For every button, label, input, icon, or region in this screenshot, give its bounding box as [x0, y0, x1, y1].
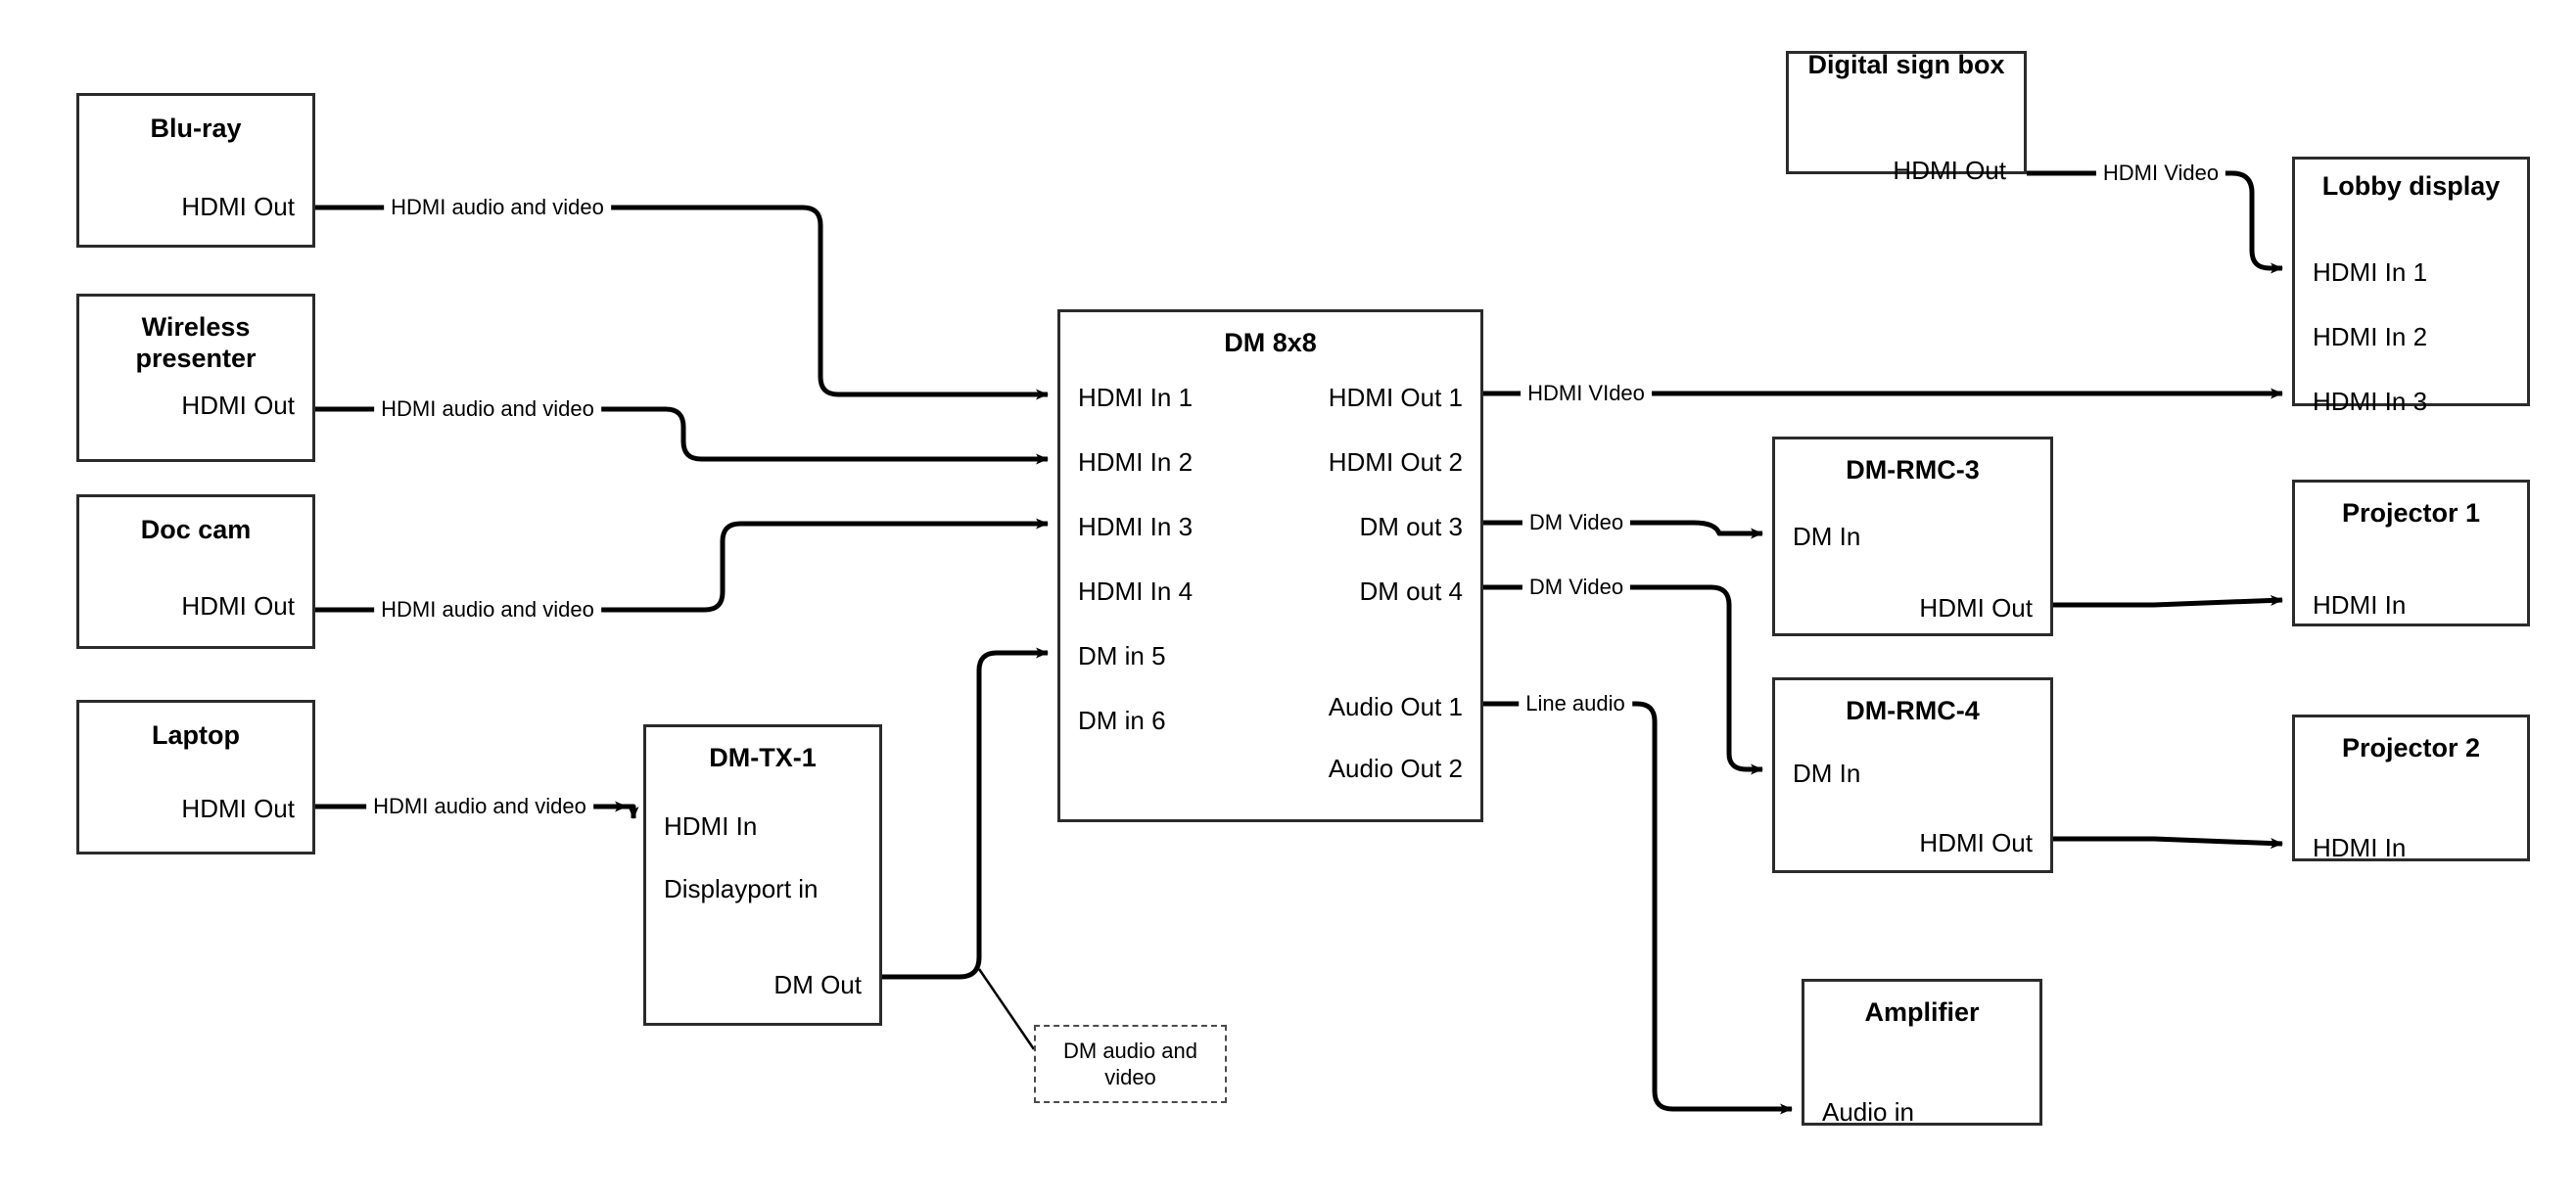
- wire-audio-out-1-to-amplifier: [1483, 701, 1793, 1115]
- wire-dm-out-4-to-rmc-4: [1483, 584, 1763, 775]
- node-laptop[interactable]: Laptop HDMI Out: [76, 700, 315, 855]
- edge-label-dm-video-4: DM Video: [1522, 577, 1631, 598]
- port-hdmi-in-4[interactable]: HDMI In 4: [1078, 577, 1194, 606]
- node-dm-8x8[interactable]: DM 8x8 HDMI In 1 HDMI In 2 HDMI In 3 HDM…: [1057, 309, 1483, 822]
- port-hdmi-out-1[interactable]: HDMI Out 1: [1328, 383, 1463, 412]
- port-hdmi-out[interactable]: HDMI Out: [181, 591, 295, 621]
- edge-label-line-audio: Line audio: [1519, 693, 1632, 715]
- port-hdmi-in[interactable]: HDMI In: [2313, 833, 2407, 862]
- port-audio-in[interactable]: Audio in: [1822, 1097, 1914, 1127]
- node-title: Wireless presenter: [135, 312, 257, 373]
- edge-label-laptop: HDMI audio and video: [366, 796, 593, 817]
- node-dm-rmc-4[interactable]: DM-RMC-4 DM In HDMI Out: [1772, 677, 2053, 873]
- port-hdmi-in-2[interactable]: HDMI In 2: [1078, 447, 1194, 477]
- port-hdmi-out[interactable]: HDMI Out: [1919, 593, 2033, 623]
- node-title: Laptop: [152, 720, 240, 750]
- node-projector-2[interactable]: Projector 2 HDMI In: [2292, 715, 2530, 861]
- wire-rmc-3-to-projector-1: [2053, 594, 2283, 608]
- port-dm-in[interactable]: DM In: [1793, 522, 1861, 551]
- port-hdmi-out[interactable]: HDMI Out: [181, 794, 295, 823]
- edge-label-bluray: HDMI audio and video: [384, 197, 611, 218]
- port-hdmi-in-1[interactable]: HDMI In 1: [1078, 383, 1194, 412]
- node-projector-1[interactable]: Projector 1 HDMI In: [2292, 480, 2530, 626]
- wire-dm-tx-1-to-dm-in-5: [882, 647, 1049, 980]
- port-hdmi-in-1[interactable]: HDMI In 1: [2313, 257, 2428, 287]
- edge-label-doc-cam: HDMI audio and video: [374, 599, 601, 621]
- port-dm-in-5[interactable]: DM in 5: [1078, 641, 1166, 670]
- node-lobby-display[interactable]: Lobby display HDMI In 1 HDMI In 2 HDMI I…: [2292, 157, 2530, 414]
- node-bluray[interactable]: Blu-ray HDMI Out: [76, 93, 315, 248]
- port-hdmi-in[interactable]: HDMI In: [664, 811, 758, 841]
- node-title: Digital sign box: [1807, 50, 2005, 79]
- note-leader-line: [977, 968, 1036, 1050]
- node-title: DM-RMC-4: [1846, 696, 1980, 725]
- port-dm-in[interactable]: DM In: [1793, 759, 1861, 788]
- node-title: DM-TX-1: [709, 743, 817, 772]
- port-dm-in-6[interactable]: DM in 6: [1078, 706, 1166, 735]
- port-hdmi-in-2[interactable]: HDMI In 2: [2313, 322, 2428, 351]
- port-hdmi-out-2[interactable]: HDMI Out 2: [1328, 447, 1463, 477]
- node-title: Doc cam: [140, 515, 252, 544]
- port-audio-out-2[interactable]: Audio Out 2: [1328, 754, 1463, 783]
- port-dm-out-3[interactable]: DM out 3: [1359, 512, 1464, 541]
- node-title: DM-RMC-3: [1846, 455, 1980, 485]
- wire-rmc-4-to-projector-2: [2053, 836, 2283, 850]
- port-hdmi-out[interactable]: HDMI Out: [1893, 156, 2006, 185]
- node-title: DM 8x8: [1224, 328, 1317, 357]
- node-amplifier[interactable]: Amplifier Audio in: [1802, 979, 2042, 1126]
- wire-digital-sign-to-lobby-hdmi-in-1: [2027, 170, 2283, 274]
- node-doc-cam[interactable]: Doc cam HDMI Out: [76, 494, 315, 649]
- node-title: Projector 2: [2341, 733, 2481, 762]
- node-title: Blu-ray: [150, 114, 242, 143]
- edge-label-wireless: HDMI audio and video: [374, 398, 601, 420]
- edge-label-hdmi-video-sign: HDMI Video: [2095, 162, 2226, 184]
- edge-label-dm-video-3: DM Video: [1522, 512, 1631, 533]
- port-hdmi-in[interactable]: HDMI In: [2313, 590, 2407, 620]
- node-digital-sign-box[interactable]: Digital sign box HDMI Out: [1786, 50, 2027, 183]
- port-hdmi-in-3[interactable]: HDMI In 3: [2313, 387, 2428, 416]
- note-dm-audio-and-video: DM audio and video: [1034, 1025, 1227, 1103]
- port-displayport-in[interactable]: Displayport in: [664, 874, 819, 903]
- node-dm-tx-1[interactable]: DM-TX-1 HDMI In Displayport in DM Out: [643, 724, 882, 1026]
- port-audio-out-1[interactable]: Audio Out 1: [1328, 692, 1463, 721]
- port-hdmi-in-3[interactable]: HDMI In 3: [1078, 512, 1194, 541]
- port-hdmi-out[interactable]: HDMI Out: [1919, 828, 2033, 857]
- port-dm-out-4[interactable]: DM out 4: [1359, 577, 1464, 606]
- node-title: Lobby display: [2321, 171, 2501, 201]
- node-title: Projector 1: [2341, 498, 2481, 528]
- port-hdmi-out[interactable]: HDMI Out: [181, 192, 295, 221]
- node-title: Amplifier: [1864, 997, 1980, 1027]
- port-dm-out[interactable]: DM Out: [773, 970, 862, 999]
- edge-label-hdmi-video-out-1: HDMI VIdeo: [1521, 383, 1652, 404]
- node-dm-rmc-3[interactable]: DM-RMC-3 DM In HDMI Out: [1772, 437, 2053, 636]
- wire-bluray-to-hdmi-in-1: [315, 205, 1049, 400]
- port-hdmi-out[interactable]: HDMI Out: [181, 391, 295, 420]
- node-wireless-presenter[interactable]: Wireless presenter HDMI Out: [76, 294, 315, 462]
